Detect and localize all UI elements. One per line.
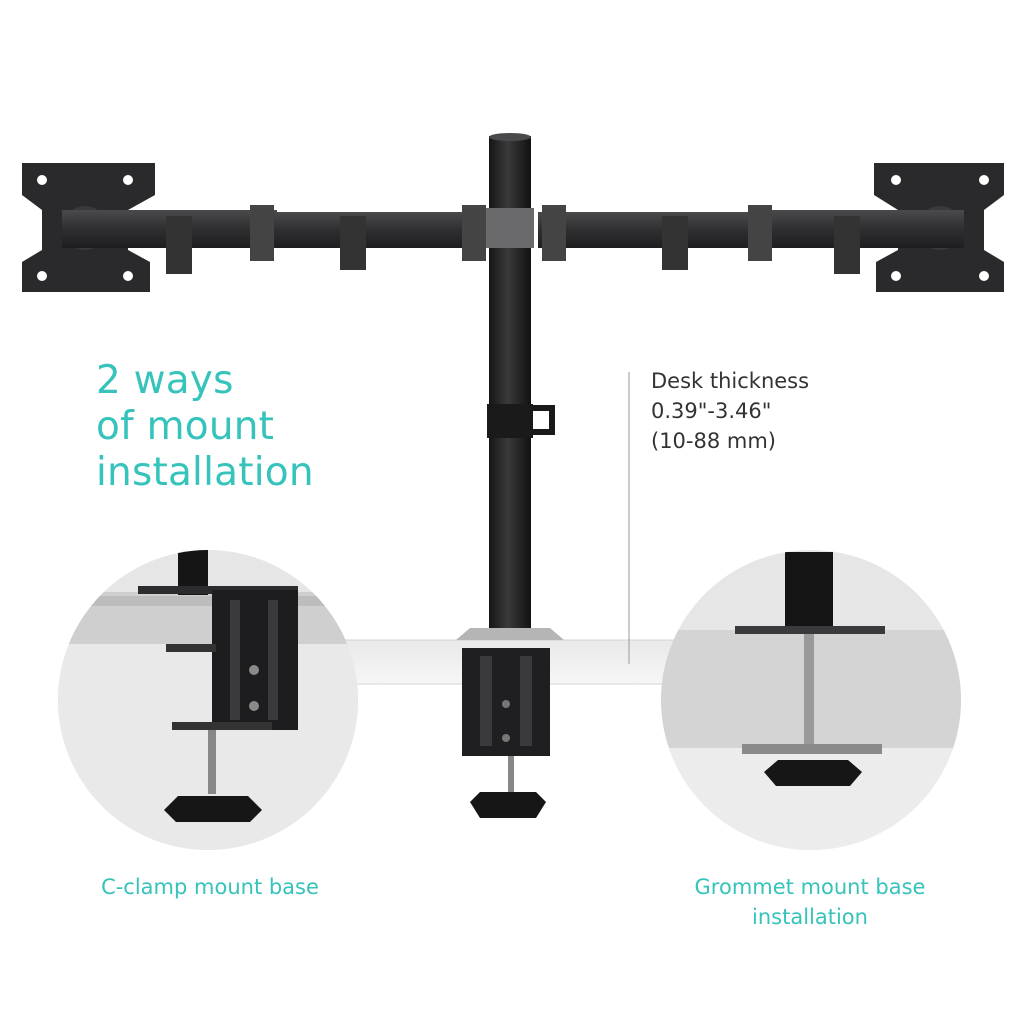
mounting-pole [486,133,555,638]
grommet-caption: Grommet mount base installation [660,872,960,932]
left-arm [62,205,490,274]
spec-inches: 0.39"-3.46" [651,399,772,423]
cclamp-caption: C-clamp mount base [60,872,360,902]
headline: 2 ways of mount installation [96,358,314,496]
spec-label: Desk thickness [651,369,810,393]
cclamp-detail-circle [58,550,358,850]
grommet-detail-circle [661,550,961,850]
cclamp-caption-text: C-clamp mount base [101,875,319,899]
grommet-caption-line-1: Grommet mount base [694,875,926,899]
headline-line-2: of mount [96,404,275,449]
grommet-caption-line-2: installation [752,905,868,929]
desk-thickness-spec: Desk thickness 0.39"-3.46" (10-88 mm) [651,366,809,456]
headline-line-3: installation [96,450,314,495]
headline-line-1: 2 ways [96,358,234,403]
spec-mm: (10-88 mm) [651,429,776,453]
right-arm [538,205,964,274]
center-clamp [456,628,564,818]
